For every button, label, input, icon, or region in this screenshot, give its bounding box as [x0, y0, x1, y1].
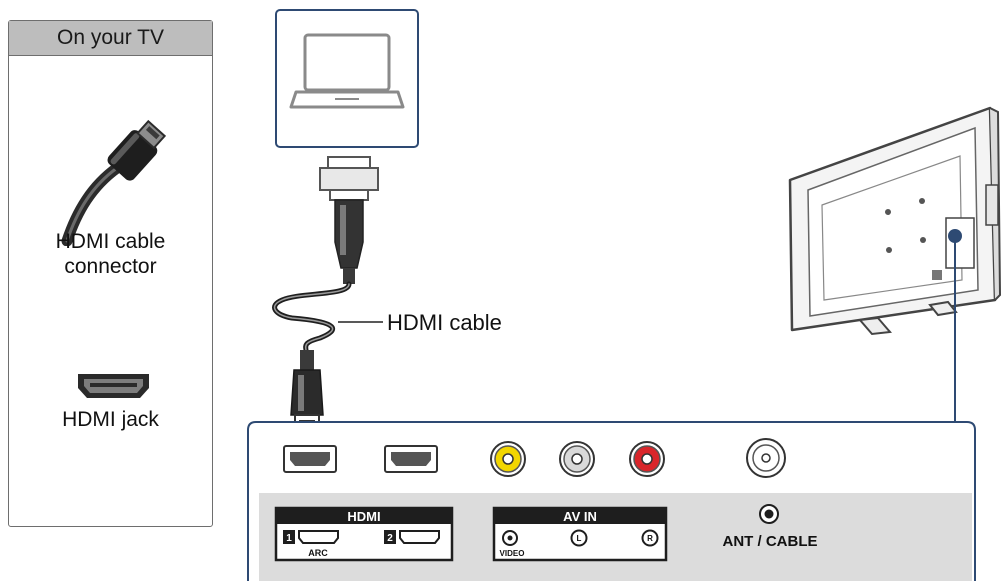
- hdmi-port-2-jack: [384, 445, 438, 473]
- hdmi-port2-number: 2: [387, 533, 393, 544]
- av-right-letter: R: [647, 534, 653, 543]
- connector-label-line1: HDMI cable: [55, 230, 166, 253]
- av-video-label: VIDEO: [500, 549, 525, 558]
- connector-label-line2: connector: [64, 255, 157, 278]
- laptop-icon: [289, 33, 405, 109]
- antenna-label-group: ANT / CABLE: [723, 504, 818, 550]
- antenna-coax-jack: [746, 438, 786, 478]
- tv-rear-illustration: [788, 106, 1002, 336]
- legend-panel: On your TV HDMI cable connector HDMI jac…: [8, 20, 213, 527]
- hdmi-port-1-jack: [283, 445, 337, 473]
- hdmi-cable-connector-icon: [61, 119, 167, 246]
- hdmi-port1-sub: ARC: [308, 548, 328, 558]
- av-group-label: AV IN: [563, 509, 597, 524]
- hdmi-cable-callout-label: HDMI cable: [387, 310, 502, 335]
- av-in-label-box: AV IN VIDEO L R: [492, 506, 668, 562]
- upper-cable-connector: [319, 156, 379, 284]
- av-left-letter: L: [577, 534, 582, 543]
- legend-title: On your TV: [9, 21, 212, 56]
- hdmi-label-box: HDMI 1 ARC 2: [274, 506, 454, 562]
- hdmi-jack-icon: [78, 374, 149, 398]
- rca-video-yellow-jack: [490, 441, 526, 477]
- laptop-device: [275, 9, 419, 148]
- rca-left-white-jack: [559, 441, 595, 477]
- hdmi-port1-number: 1: [286, 533, 292, 544]
- hdmi-group-label: HDMI: [347, 509, 380, 524]
- jack-label: HDMI jack: [62, 408, 159, 431]
- antenna-label: ANT / CABLE: [723, 533, 818, 550]
- rca-right-red-jack: [629, 441, 665, 477]
